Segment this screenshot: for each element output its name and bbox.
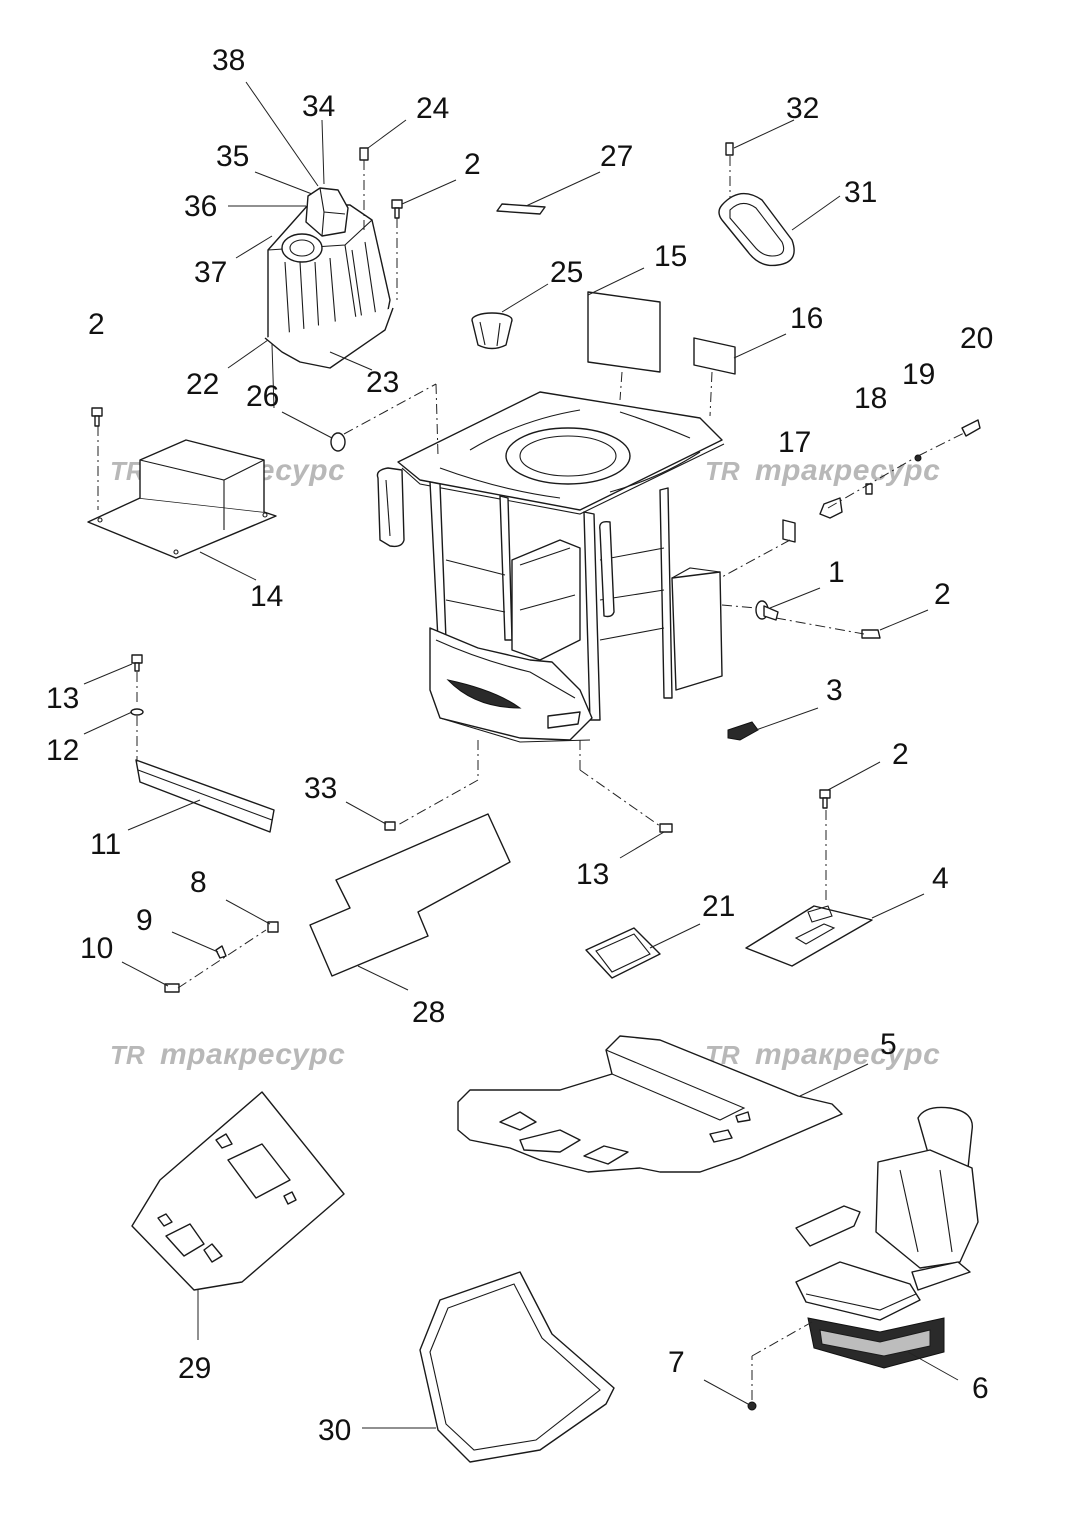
cup-holder-25 bbox=[471, 312, 513, 350]
callouts: 38 34 24 35 2 27 32 31 36 37 25 15 16 2 … bbox=[46, 44, 993, 1447]
watermark-logo: TR bbox=[705, 456, 740, 486]
assembly-lines bbox=[97, 156, 967, 1400]
screw-2-left bbox=[91, 407, 103, 427]
callout-26: 26 bbox=[246, 380, 279, 413]
operator-seat-6 bbox=[795, 1106, 979, 1369]
ring-26 bbox=[330, 432, 346, 452]
screw-13-left bbox=[131, 654, 143, 672]
watermark-logo: TR bbox=[110, 1040, 145, 1070]
screw-2-upper bbox=[391, 199, 403, 219]
watermark-logo: TR bbox=[110, 456, 145, 486]
callout-36: 36 bbox=[184, 190, 217, 223]
callout-24: 24 bbox=[416, 92, 449, 125]
latch-1 bbox=[755, 600, 779, 621]
callout-38: 38 bbox=[212, 44, 245, 77]
callout-6: 6 bbox=[972, 1372, 989, 1405]
bracket-18 bbox=[819, 497, 843, 519]
floor-mat-5 bbox=[457, 1035, 843, 1173]
callout-30: 30 bbox=[318, 1414, 351, 1447]
callout-3: 3 bbox=[826, 674, 843, 707]
callout-9: 9 bbox=[136, 904, 153, 937]
bracket-3 bbox=[727, 721, 759, 741]
callout-35: 35 bbox=[216, 140, 249, 173]
callout-7: 7 bbox=[668, 1346, 685, 1379]
screw-24 bbox=[359, 147, 369, 161]
callout-32: 32 bbox=[786, 92, 819, 125]
callout-2: 2 bbox=[934, 578, 951, 611]
callout-15: 15 bbox=[654, 240, 687, 273]
callout-19: 19 bbox=[902, 358, 935, 391]
bushing-8 bbox=[267, 921, 279, 933]
air-duct-housing bbox=[264, 187, 394, 369]
callout-13: 13 bbox=[576, 858, 609, 891]
screw-2-right bbox=[861, 629, 881, 639]
screw-2-lower bbox=[819, 789, 831, 809]
callout-22: 22 bbox=[186, 368, 219, 401]
callout-4: 4 bbox=[932, 862, 949, 895]
screw-32 bbox=[725, 142, 734, 156]
callout-12: 12 bbox=[46, 734, 79, 767]
gasket-31 bbox=[718, 192, 795, 267]
callout-16: 16 bbox=[790, 302, 823, 335]
callout-37: 37 bbox=[194, 256, 227, 289]
washer-9 bbox=[215, 945, 227, 959]
callout-5: 5 bbox=[880, 1028, 897, 1061]
label-27 bbox=[496, 203, 546, 215]
mat-28 bbox=[309, 813, 511, 977]
panel-16 bbox=[693, 337, 736, 375]
frame-gasket-30 bbox=[419, 1271, 615, 1463]
watermark-text: тракресурс bbox=[755, 454, 940, 487]
callout-27: 27 bbox=[600, 140, 633, 173]
callout-33: 33 bbox=[304, 772, 337, 805]
callout-2: 2 bbox=[892, 738, 909, 771]
callout-2: 2 bbox=[464, 148, 481, 181]
callout-1: 1 bbox=[828, 556, 845, 589]
callout-23: 23 bbox=[366, 366, 399, 399]
callout-25: 25 bbox=[550, 256, 583, 289]
callout-2: 2 bbox=[88, 308, 105, 341]
floor-plate-29 bbox=[131, 1091, 345, 1291]
callout-34: 34 bbox=[302, 90, 335, 123]
callout-18: 18 bbox=[854, 382, 887, 415]
callout-21: 21 bbox=[702, 890, 735, 923]
cab-frame bbox=[376, 391, 725, 743]
screw-10 bbox=[164, 983, 180, 993]
screw-33 bbox=[384, 821, 396, 831]
callout-17: 17 bbox=[778, 426, 811, 459]
rail-11 bbox=[135, 759, 275, 833]
watermark-top-right: TR тракресурс bbox=[705, 454, 940, 487]
cover-14 bbox=[87, 439, 277, 559]
callout-13: 13 bbox=[46, 682, 79, 715]
screw-13-mid bbox=[659, 823, 673, 833]
screw-20 bbox=[961, 419, 981, 437]
panel-15 bbox=[587, 291, 661, 373]
callout-29: 29 bbox=[178, 1352, 211, 1385]
gasket-21 bbox=[585, 927, 661, 979]
plate-17 bbox=[782, 519, 796, 543]
watermark-text: тракресурс bbox=[755, 1038, 940, 1071]
washer-12 bbox=[130, 708, 144, 716]
callout-8: 8 bbox=[190, 866, 207, 899]
callout-28: 28 bbox=[412, 996, 445, 1029]
watermark-mid-right: TR тракресурс bbox=[705, 1038, 940, 1071]
callout-20: 20 bbox=[960, 322, 993, 355]
leader-lines bbox=[83, 81, 959, 1429]
callout-10: 10 bbox=[80, 932, 113, 965]
callout-31: 31 bbox=[844, 176, 877, 209]
watermark-mid-left: TR тракресурс bbox=[110, 1038, 345, 1071]
callout-14: 14 bbox=[250, 580, 283, 613]
nut-7 bbox=[747, 1401, 757, 1411]
callout-11: 11 bbox=[90, 828, 121, 861]
plate-4 bbox=[745, 905, 873, 967]
watermark-text: тракресурс bbox=[160, 1038, 345, 1071]
